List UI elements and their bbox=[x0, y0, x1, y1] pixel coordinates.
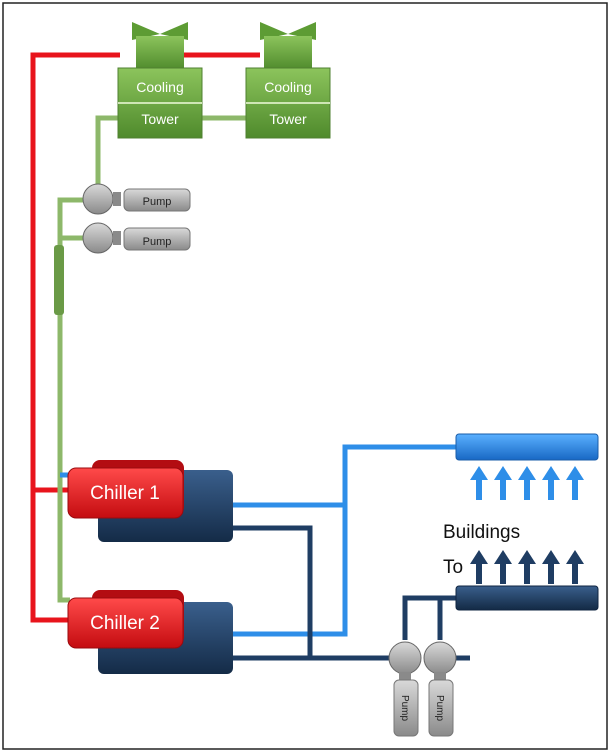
pump-label: Pump bbox=[434, 695, 445, 722]
condenser-supply-pipe bbox=[30, 52, 260, 623]
chilled-pump-1: Pump bbox=[388, 641, 422, 737]
arrow-up-icon bbox=[518, 550, 536, 584]
fan-icon bbox=[132, 22, 188, 40]
condenser-pump-1: Pump bbox=[82, 183, 191, 215]
cooling-tower-1: Cooling Tower bbox=[117, 22, 203, 139]
arrow-up-icon bbox=[542, 466, 560, 500]
pump-icon bbox=[82, 222, 114, 254]
arrow-up-icon bbox=[470, 466, 488, 500]
pump-label: Pump bbox=[143, 196, 172, 208]
tower-label-line1: Cooling bbox=[264, 79, 311, 95]
arrow-up-icon bbox=[542, 550, 560, 584]
fan-icon bbox=[260, 22, 316, 40]
tower-label-line2: Tower bbox=[269, 111, 307, 127]
arrow-up-icon bbox=[494, 466, 512, 500]
arrow-up-icon bbox=[470, 550, 488, 584]
arrow-up-icon bbox=[566, 550, 584, 584]
chilled-water-return-pipe bbox=[232, 525, 470, 661]
chiller-label: Chiller 2 bbox=[90, 613, 160, 634]
strainer bbox=[54, 245, 64, 315]
pump-icon bbox=[388, 641, 422, 675]
buildings-label: Buildings bbox=[443, 522, 520, 543]
chilled-pump-2: Pump bbox=[423, 641, 457, 737]
arrow-up-icon bbox=[494, 550, 512, 584]
chiller-2: Chiller 2 bbox=[67, 590, 233, 674]
pump-label: Pump bbox=[143, 236, 172, 248]
tower-label-line2: Tower bbox=[141, 111, 179, 127]
to-label: To bbox=[443, 557, 463, 578]
return-header bbox=[455, 585, 599, 611]
pump-label: Pump bbox=[399, 695, 410, 722]
return-arrows bbox=[470, 550, 584, 584]
condenser-pump-2: Pump bbox=[82, 222, 191, 254]
supply-arrows bbox=[470, 466, 584, 500]
arrow-up-icon bbox=[566, 466, 584, 500]
chiller-1: Chiller 1 bbox=[67, 460, 233, 542]
chiller-label: Chiller 1 bbox=[90, 483, 160, 504]
cooling-tower-2: Cooling Tower bbox=[245, 22, 331, 139]
pump-icon bbox=[82, 183, 114, 215]
arrow-up-icon bbox=[518, 466, 536, 500]
pump-icon bbox=[423, 641, 457, 675]
supply-header bbox=[455, 433, 599, 461]
tower-label-line1: Cooling bbox=[136, 79, 183, 95]
